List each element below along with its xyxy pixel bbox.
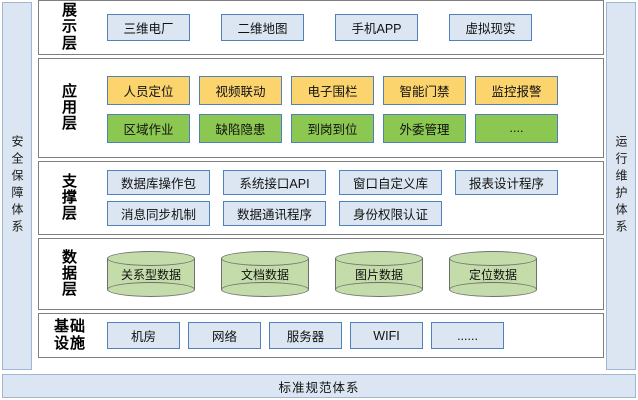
node-infrastructure-more[interactable]: ...... [431, 322, 504, 349]
node-identity-authorization[interactable]: 身份权限认证 [339, 201, 442, 226]
layer-support-row-2: 消息同步机制 数据通讯程序 身份权限认证 [101, 201, 597, 226]
node-smart-access-control[interactable]: 智能门禁 [383, 75, 466, 105]
left-side-panel-label: 安全保障体系 [10, 135, 24, 237]
layer-support-label-line-2: 撑 [61, 188, 78, 206]
layer-application-label-line-3: 层 [61, 115, 78, 133]
layer-support-label-line-3: 层 [61, 205, 78, 223]
layer-application: 应 用 层 人员定位 视频联动 电子围栏 智能门禁 监控报警 区域作业 缺陷隐患… [38, 58, 604, 158]
cylinder-bottom-ellipse [107, 282, 195, 297]
cylinder-bottom-ellipse [335, 282, 423, 297]
node-network[interactable]: 网络 [188, 322, 261, 349]
layer-infrastructure-label-line-2: 设施 [53, 334, 86, 352]
cylinder-label: 关系型数据 [120, 267, 181, 282]
layer-infrastructure-body: 机房 网络 服务器 WIFI ...... [101, 322, 603, 349]
node-system-interface-api[interactable]: 系统接口API [223, 170, 326, 195]
cylinder-bottom-ellipse [221, 282, 309, 297]
cylinder-relational-data[interactable]: 关系型数据 [107, 251, 195, 297]
layer-infrastructure-row: 机房 网络 服务器 WIFI ...... [101, 322, 597, 349]
layer-data-row: 关系型数据 文档数据 图片数据 [101, 251, 597, 297]
node-video-linkage[interactable]: 视频联动 [199, 75, 282, 105]
bottom-bar-standards: 标准规范体系 [2, 374, 636, 398]
layer-data-label-line-2: 据 [61, 264, 78, 282]
node-2d-map[interactable]: 二维地图 [221, 14, 304, 41]
layer-application-label-line-2: 用 [61, 98, 78, 116]
layer-presentation-label: 展 示 层 [39, 3, 101, 52]
node-monitoring-alarm[interactable]: 监控报警 [475, 75, 558, 105]
cylinder-label: 定位数据 [468, 267, 517, 282]
cylinder-top-ellipse [335, 251, 423, 266]
cylinder-top-ellipse [449, 251, 537, 266]
right-side-panel-label: 运行维护体系 [614, 135, 628, 237]
node-outsourcing-management[interactable]: 外委管理 [383, 113, 466, 143]
layer-data-label: 数 据 层 [39, 248, 101, 299]
layer-support-label: 支 撑 层 [39, 172, 101, 223]
layer-application-body: 人员定位 视频联动 电子围栏 智能门禁 监控报警 区域作业 缺陷隐患 到岗到位 … [101, 74, 603, 143]
node-electronic-fence[interactable]: 电子围栏 [291, 75, 374, 105]
layer-support-body: 数据库操作包 系统接口API 窗口自定义库 报表设计程序 消息同步机制 数据通讯… [101, 170, 603, 226]
node-virtual-reality[interactable]: 虚拟现实 [449, 14, 532, 41]
layer-application-label-line-1: 应 [61, 82, 78, 100]
layer-support: 支 撑 层 数据库操作包 系统接口API 窗口自定义库 报表设计程序 消息同步机… [38, 161, 604, 235]
layer-stack: 展 示 层 三维电厂 二维地图 手机APP 虚拟现实 应 用 层 [38, 0, 604, 370]
right-side-panel-operations: 运行维护体系 [606, 2, 636, 370]
node-data-communication-program[interactable]: 数据通讯程序 [223, 201, 326, 226]
node-defect-hazard[interactable]: 缺陷隐患 [199, 113, 282, 143]
node-database-operation-package[interactable]: 数据库操作包 [107, 170, 210, 195]
layer-data-label-line-3: 层 [61, 281, 78, 299]
cylinder-label: 文档数据 [240, 267, 289, 282]
cylinder-top-ellipse [221, 251, 309, 266]
layer-presentation-body: 三维电厂 二维地图 手机APP 虚拟现实 [101, 14, 603, 41]
node-personnel-positioning[interactable]: 人员定位 [107, 75, 190, 105]
layer-presentation: 展 示 层 三维电厂 二维地图 手机APP 虚拟现实 [38, 0, 604, 55]
node-area-operations[interactable]: 区域作业 [107, 113, 190, 143]
layer-application-label: 应 用 层 [39, 82, 101, 133]
bottom-bar-label: 标准规范体系 [278, 380, 360, 395]
cylinder-positioning-data[interactable]: 定位数据 [449, 251, 537, 297]
layer-support-row-1: 数据库操作包 系统接口API 窗口自定义库 报表设计程序 [101, 170, 597, 195]
node-message-sync-mechanism[interactable]: 消息同步机制 [107, 201, 210, 226]
node-wifi[interactable]: WIFI [350, 322, 423, 349]
layer-infrastructure-label: 基础 设施 [39, 318, 101, 352]
layer-application-row-orange: 人员定位 视频联动 电子围栏 智能门禁 监控报警 [101, 75, 597, 105]
node-3d-power-plant[interactable]: 三维电厂 [107, 14, 190, 41]
node-server[interactable]: 服务器 [269, 322, 342, 349]
layer-presentation-row: 三维电厂 二维地图 手机APP 虚拟现实 [101, 14, 597, 41]
layer-presentation-label-line-2: 示 [61, 18, 78, 36]
layer-infrastructure: 基础 设施 机房 网络 服务器 WIFI ...... [38, 313, 604, 358]
layer-data-body: 关系型数据 文档数据 图片数据 [101, 251, 603, 297]
cylinder-image-data[interactable]: 图片数据 [335, 251, 423, 297]
layer-data: 数 据 层 关系型数据 文档数据 [38, 238, 604, 310]
node-report-design-program[interactable]: 报表设计程序 [455, 170, 558, 195]
node-window-custom-library[interactable]: 窗口自定义库 [339, 170, 442, 195]
layer-infrastructure-label-line-1: 基础 [53, 318, 86, 336]
layer-presentation-label-line-3: 层 [61, 34, 78, 52]
node-application-more[interactable]: .... [475, 113, 558, 143]
layer-application-row-green: 区域作业 缺陷隐患 到岗到位 外委管理 .... [101, 113, 597, 143]
cylinder-top-ellipse [107, 251, 195, 266]
layer-data-label-line-1: 数 [61, 248, 78, 266]
left-side-panel-security: 安全保障体系 [2, 2, 32, 370]
cylinder-label: 图片数据 [354, 267, 403, 282]
cylinder-bottom-ellipse [449, 282, 537, 297]
node-on-duty-in-place[interactable]: 到岗到位 [291, 113, 374, 143]
layer-support-label-line-1: 支 [61, 172, 78, 190]
layer-presentation-label-line-1: 展 [61, 2, 78, 20]
node-server-room[interactable]: 机房 [107, 322, 180, 349]
cylinder-document-data[interactable]: 文档数据 [221, 251, 309, 297]
node-mobile-app[interactable]: 手机APP [335, 14, 418, 41]
